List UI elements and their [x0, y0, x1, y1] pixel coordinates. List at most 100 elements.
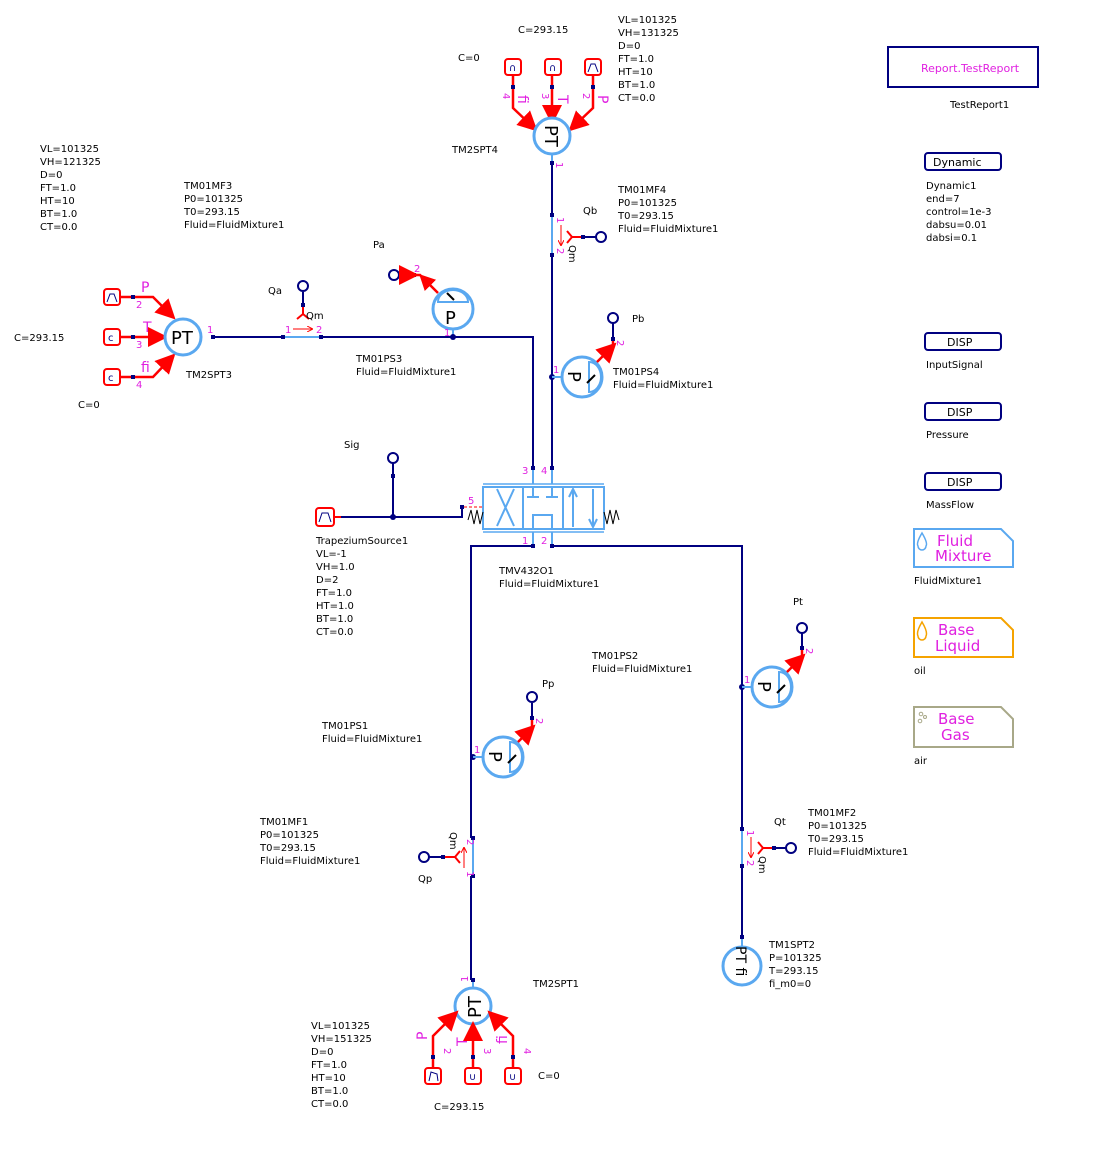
- svg-text:TM01MF4: TM01MF4: [617, 185, 666, 196]
- base-liquid-block[interactable]: Base Liquid oil: [913, 617, 1014, 677]
- sensor-output-icon[interactable]: [388, 269, 400, 281]
- svg-text:Fluid=FluidMixture1: Fluid=FluidMixture1: [260, 856, 360, 867]
- svg-text:1: 1: [474, 745, 480, 756]
- trapezium-source-icon[interactable]: [424, 1067, 442, 1085]
- tm01ps4-pressure-sensor[interactable]: 1 P 2 Pb TM01PS4 Fluid=FluidMixture1: [549, 312, 713, 399]
- tm01ps2-sensor-label: Pt: [793, 597, 803, 608]
- svg-text:VL=101325: VL=101325: [618, 15, 677, 26]
- svg-text:2: 2: [541, 536, 547, 547]
- svg-text:4: 4: [136, 380, 142, 391]
- trapezium-source1[interactable]: Sig TrapeziumSource1 VL=-1 VH=1.0 D=2 FT…: [315, 440, 464, 638]
- fluid-mixture-block[interactable]: Fluid Mixture FluidMixture1: [913, 528, 1014, 587]
- svg-text:dabsi=0.1: dabsi=0.1: [926, 233, 977, 244]
- svg-text:Qm: Qm: [447, 832, 458, 850]
- pt-fi-source-icon[interactable]: [721, 945, 763, 987]
- constant-source-icon[interactable]: [504, 1067, 522, 1085]
- tm1spt2-source[interactable]: PT fi TM1SPT2 P=101325 T=293.15 fi_m0=0: [721, 935, 822, 990]
- svg-text:BT=1.0: BT=1.0: [316, 614, 353, 625]
- svg-text:dabsu=0.01: dabsu=0.01: [926, 220, 987, 231]
- sensor-output-icon[interactable]: [607, 312, 619, 324]
- svg-text:TrapeziumSource1: TrapeziumSource1: [315, 536, 408, 547]
- tm01mf3-sensor-label: Qa: [268, 286, 282, 297]
- svg-text:PT fi: PT fi: [732, 946, 748, 976]
- display-pressure[interactable]: DISP Pressure: [924, 402, 1002, 441]
- dynamic-block[interactable]: Dynamic Dynamic1 end=7 control=1e-3 dabs…: [924, 152, 1002, 244]
- base-gas-block[interactable]: Base Gas air: [913, 706, 1014, 767]
- sensor-output-icon[interactable]: [796, 622, 808, 634]
- svg-text:2: 2: [803, 648, 814, 654]
- sensor-output-icon[interactable]: [418, 851, 430, 863]
- display-inputsignal[interactable]: DISP InputSignal: [924, 332, 1002, 371]
- trapezium-source-icon[interactable]: [103, 288, 121, 306]
- tm01ps1-sensor-label: Pp: [542, 679, 554, 690]
- pt-source-icon[interactable]: [163, 317, 203, 357]
- svg-text:VL=-1: VL=-1: [316, 549, 347, 560]
- svg-text:Mixture: Mixture: [935, 547, 991, 565]
- sensor-output-icon[interactable]: [387, 452, 399, 464]
- svg-text:BT=1.0: BT=1.0: [618, 80, 655, 91]
- tm2spt4-name: TM2SPT4: [451, 145, 498, 156]
- tm01mf4-sensor-label: Qb: [583, 206, 597, 217]
- tm2spt1-source[interactable]: 1 PT TM2SPT1 2 3 4 P T fi ∪ ∪ C=0 C=293.…: [311, 976, 579, 1113]
- svg-text:Qm: Qm: [756, 856, 767, 874]
- sensor-output-icon[interactable]: [595, 231, 607, 243]
- svg-text:VL=101325: VL=101325: [40, 144, 99, 155]
- svg-text:2: 2: [533, 718, 544, 724]
- svg-text:D=2: D=2: [316, 575, 338, 586]
- svg-text:VH=151325: VH=151325: [311, 1034, 372, 1045]
- trapezium-source-icon[interactable]: [315, 507, 335, 527]
- sensor-output-icon[interactable]: [526, 691, 538, 703]
- svg-text:P: P: [594, 95, 610, 103]
- gas-bubbles-icon: [917, 711, 927, 724]
- spring-icon: [467, 509, 484, 525]
- trapezium-source-icon[interactable]: [584, 58, 602, 76]
- svg-text:c: c: [108, 333, 114, 344]
- constant-source-icon[interactable]: [464, 1067, 482, 1085]
- svg-text:Fluid=FluidMixture1: Fluid=FluidMixture1: [356, 367, 456, 378]
- tm2spt3-params: VL=101325 VH=121325 D=0 FT=1.0 HT=10 BT=…: [40, 144, 101, 233]
- svg-text:Gas: Gas: [941, 726, 970, 744]
- tm01mf2-flow-sensor[interactable]: 1 2 Qm Qt TM01MF2 P0=101325 T0=293.15 Fl…: [740, 808, 908, 874]
- svg-text:1: 1: [744, 830, 755, 836]
- svg-text:Report.TestReport: Report.TestReport: [921, 62, 1020, 75]
- svg-text:PT: PT: [465, 995, 486, 1018]
- svg-text:Fluid=FluidMixture1: Fluid=FluidMixture1: [618, 224, 718, 235]
- svg-text:P: P: [484, 751, 505, 762]
- tm01mf2-params: TM01MF2 P0=101325 T0=293.15 Fluid=FluidM…: [807, 808, 908, 858]
- svg-text:CT=0.0: CT=0.0: [618, 93, 655, 104]
- tm2spt4-source[interactable]: C=293.15 C=0 VL=101325 VH=131325 D=0 FT=…: [451, 15, 679, 168]
- svg-text:PT: PT: [171, 328, 194, 349]
- svg-text:HT=10: HT=10: [40, 196, 75, 207]
- svg-text:T0=293.15: T0=293.15: [259, 843, 316, 854]
- svg-text:fi_m0=0: fi_m0=0: [769, 979, 811, 990]
- svg-text:D=0: D=0: [40, 170, 62, 181]
- svg-text:VH=1.0: VH=1.0: [316, 562, 355, 573]
- svg-text:FT=1.0: FT=1.0: [618, 54, 654, 65]
- sensor-output-icon[interactable]: [297, 280, 309, 292]
- svg-text:DISP: DISP: [947, 336, 973, 349]
- tm01ps3-pressure-sensor[interactable]: Pa 2 P 1 TM01PS3 Fluid=FluidMixture1: [355, 240, 475, 378]
- svg-text:2: 2: [441, 1048, 452, 1054]
- tm01ps1-pressure-sensor[interactable]: TM01PS1 Fluid=FluidMixture1 1 P 2 Pp: [321, 679, 554, 779]
- tm2spt4-params: VL=101325 VH=131325 D=0 FT=1.0 HT=10 BT=…: [618, 15, 679, 104]
- svg-text:Fluid=FluidMixture1: Fluid=FluidMixture1: [322, 734, 422, 745]
- dynamic-params: Dynamic1 end=7 control=1e-3 dabsu=0.01 d…: [926, 181, 992, 244]
- svg-text:Fluid=FluidMixture1: Fluid=FluidMixture1: [499, 579, 599, 590]
- sensor-output-icon[interactable]: [785, 842, 797, 854]
- tm01mf3-flow-sensor[interactable]: TM01MF3 P0=101325 T0=293.15 Fluid=FluidM…: [183, 181, 324, 339]
- tm01ps2-pressure-sensor[interactable]: TM01PS2 Fluid=FluidMixture1 1 P 2 Pt: [591, 597, 814, 709]
- display-massflow[interactable]: DISP MassFlow: [924, 472, 1002, 511]
- tm2spt3-source[interactable]: VL=101325 VH=121325 D=0 FT=1.0 HT=10 BT=…: [14, 144, 232, 411]
- tm01ps4-params: TM01PS4 Fluid=FluidMixture1: [612, 367, 713, 391]
- tmv432o1-valve[interactable]: 3 4 5 1 2 TMV432O1 Fluid=FluidMixture1: [464, 466, 620, 590]
- fluid-name: FluidMixture1: [914, 576, 982, 587]
- svg-text:D=0: D=0: [311, 1047, 333, 1058]
- test-report-block[interactable]: Report.TestReport TestReport1: [887, 46, 1039, 111]
- tm01mf4-flow-sensor[interactable]: 1 2 Qm Qb TM01MF4 P0=101325 T0=293.15 Fl…: [550, 185, 718, 263]
- svg-text:1: 1: [444, 328, 450, 339]
- svg-text:Liquid: Liquid: [935, 637, 980, 655]
- trapezium-params: TrapeziumSource1 VL=-1 VH=1.0 D=2 FT=1.0…: [315, 536, 408, 638]
- tm01mf1-flow-sensor[interactable]: TM01MF1 P0=101325 T0=293.15 Fluid=FluidM…: [259, 817, 475, 885]
- svg-text:5: 5: [468, 496, 474, 507]
